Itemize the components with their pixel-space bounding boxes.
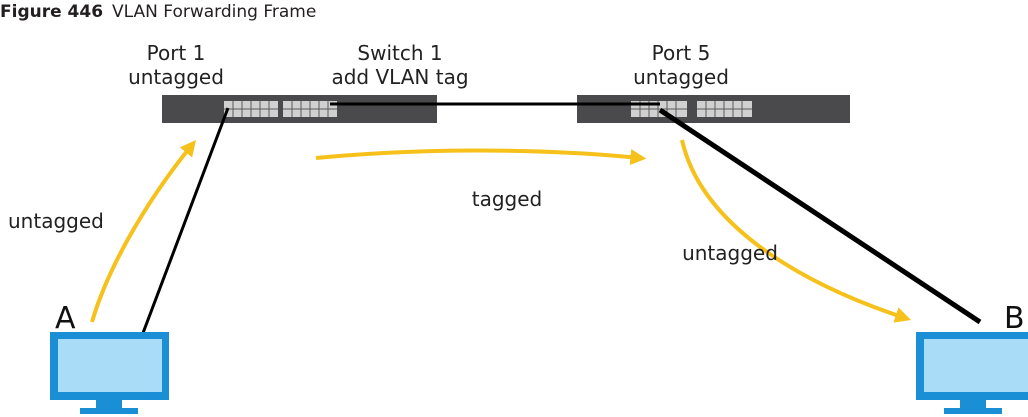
untagged-left-label: untagged (8, 209, 104, 233)
port1-label-line1: Port 1 (147, 41, 206, 65)
switch1-label-line1: Switch 1 (357, 41, 442, 65)
cable-port5-to-b (658, 107, 982, 325)
computer-b-icon (916, 332, 1028, 414)
port5-label-line2: untagged (633, 65, 729, 89)
port5-label-line1: Port 5 (652, 41, 711, 65)
port1-label-line2: untagged (128, 65, 224, 89)
figure-caption: VLAN Forwarding Frame (112, 2, 317, 22)
switch1-label-line2: add VLAN tag (331, 65, 468, 89)
switch-1-icon (162, 95, 437, 123)
figure-number: Figure 446 (0, 2, 104, 22)
untagged-right-label: untagged (682, 241, 778, 265)
computer-b-label: B (1004, 301, 1025, 336)
arrow-untagged-left (90, 140, 197, 323)
cable-a-to-port1 (141, 107, 230, 334)
computer-a-label: A (55, 301, 76, 336)
switch-2-icon (577, 95, 850, 123)
arrow-tagged (315, 148, 647, 166)
tagged-label: tagged (472, 187, 543, 211)
computer-a-icon (50, 332, 169, 414)
figure-title: Figure 446 VLAN Forwarding Frame (0, 2, 316, 22)
arrow-untagged-right (680, 139, 912, 323)
